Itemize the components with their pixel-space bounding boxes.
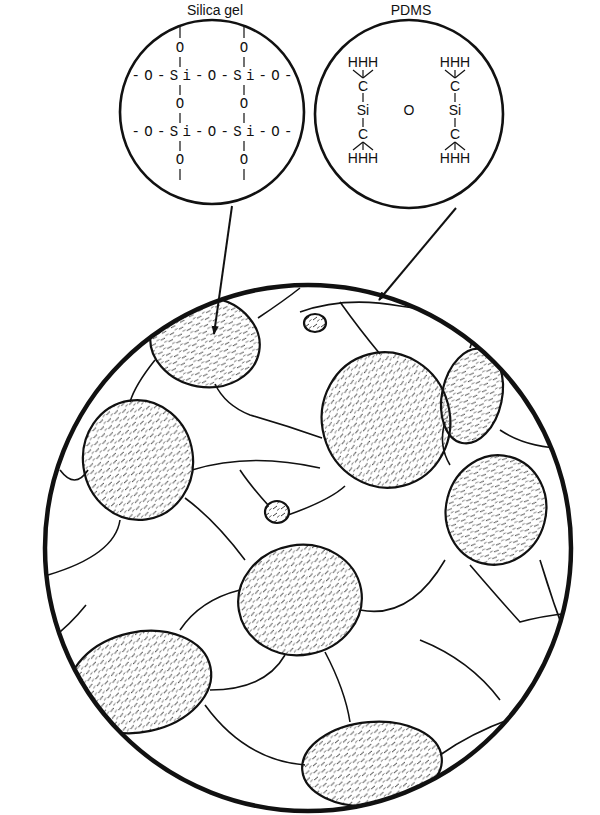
- carbon-atom: C: [358, 127, 368, 141]
- callout-heading: Silica gel: [187, 3, 243, 17]
- carbon-atom: C: [358, 79, 368, 93]
- pdms-pointer-arrow: [379, 208, 456, 300]
- oxygen-atom: O: [172, 97, 189, 111]
- carbon-atom: C: [450, 79, 460, 93]
- chemical-bond: [455, 142, 465, 150]
- carbon-atom: C: [450, 127, 460, 141]
- chemical-bond: [243, 85, 244, 95]
- hydrogen-atoms: HHH: [348, 151, 378, 165]
- chemical-bond: [445, 142, 455, 150]
- chemical-bond: [179, 57, 180, 67]
- siloxane-row: -O-Si-O-Si-O-: [127, 69, 296, 83]
- chemical-bond: [179, 169, 180, 180]
- callout-heading: PDMS: [391, 3, 431, 17]
- oxygen-atom: O: [236, 153, 253, 167]
- callout-circle: Silica gelO O -O-Si-O-Si-O- O O -O-Si-O-Si-O-…: [117, 0, 307, 208]
- silicon-atom: Si: [449, 103, 461, 117]
- chemical-bond: [243, 27, 244, 38]
- chemical-bond: [445, 70, 455, 78]
- chemical-bond: [179, 113, 180, 123]
- chemical-bond: [179, 141, 180, 151]
- callout-outline: [117, 0, 307, 208]
- chemical-bond: [363, 142, 373, 150]
- oxygen-atom: O: [404, 103, 415, 117]
- callout-circle: PDMSHHHHHHCCSiOSiCCHHHHHH: [313, 0, 505, 212]
- chemical-bond: [243, 57, 244, 67]
- oxygen-atom: O: [172, 41, 189, 55]
- chemical-bond: [353, 142, 363, 150]
- chemical-bond: [454, 142, 455, 150]
- oxygen-atom: O: [236, 41, 253, 55]
- silica-pointer-arrow: [214, 206, 232, 334]
- chemical-bond: [243, 169, 244, 180]
- siloxane-row: -O-Si-O-Si-O-: [127, 125, 296, 139]
- hydrogen-atoms: HHH: [440, 151, 470, 165]
- hydrogen-atoms: HHH: [348, 55, 378, 69]
- chemical-bond: [454, 118, 455, 127]
- callout-circle-outline: [120, 20, 304, 204]
- chemical-bond: [243, 113, 244, 123]
- chemical-bond: [362, 142, 363, 150]
- callout-circle-outline: [315, 20, 503, 208]
- chemical-bond: [454, 93, 455, 102]
- silicon-atom: Si: [357, 103, 369, 117]
- hydrogen-atoms: HHH: [440, 55, 470, 69]
- chemical-bond: [455, 70, 465, 78]
- chemical-bond: [454, 70, 455, 78]
- chemical-bond: [243, 141, 244, 151]
- chemical-bond: [362, 70, 363, 78]
- polymer-chains: [48, 288, 580, 800]
- chemical-bond: [353, 70, 363, 78]
- chemical-bond: [362, 93, 363, 102]
- oxygen-atom: O: [236, 97, 253, 111]
- chemical-bond: [179, 27, 180, 38]
- silica-particles: [59, 288, 558, 812]
- chemical-bond: [362, 118, 363, 127]
- chemical-bond: [179, 85, 180, 95]
- chemical-bond: [363, 70, 373, 78]
- oxygen-atom: O: [172, 153, 189, 167]
- magnified-view-circle: [45, 285, 571, 811]
